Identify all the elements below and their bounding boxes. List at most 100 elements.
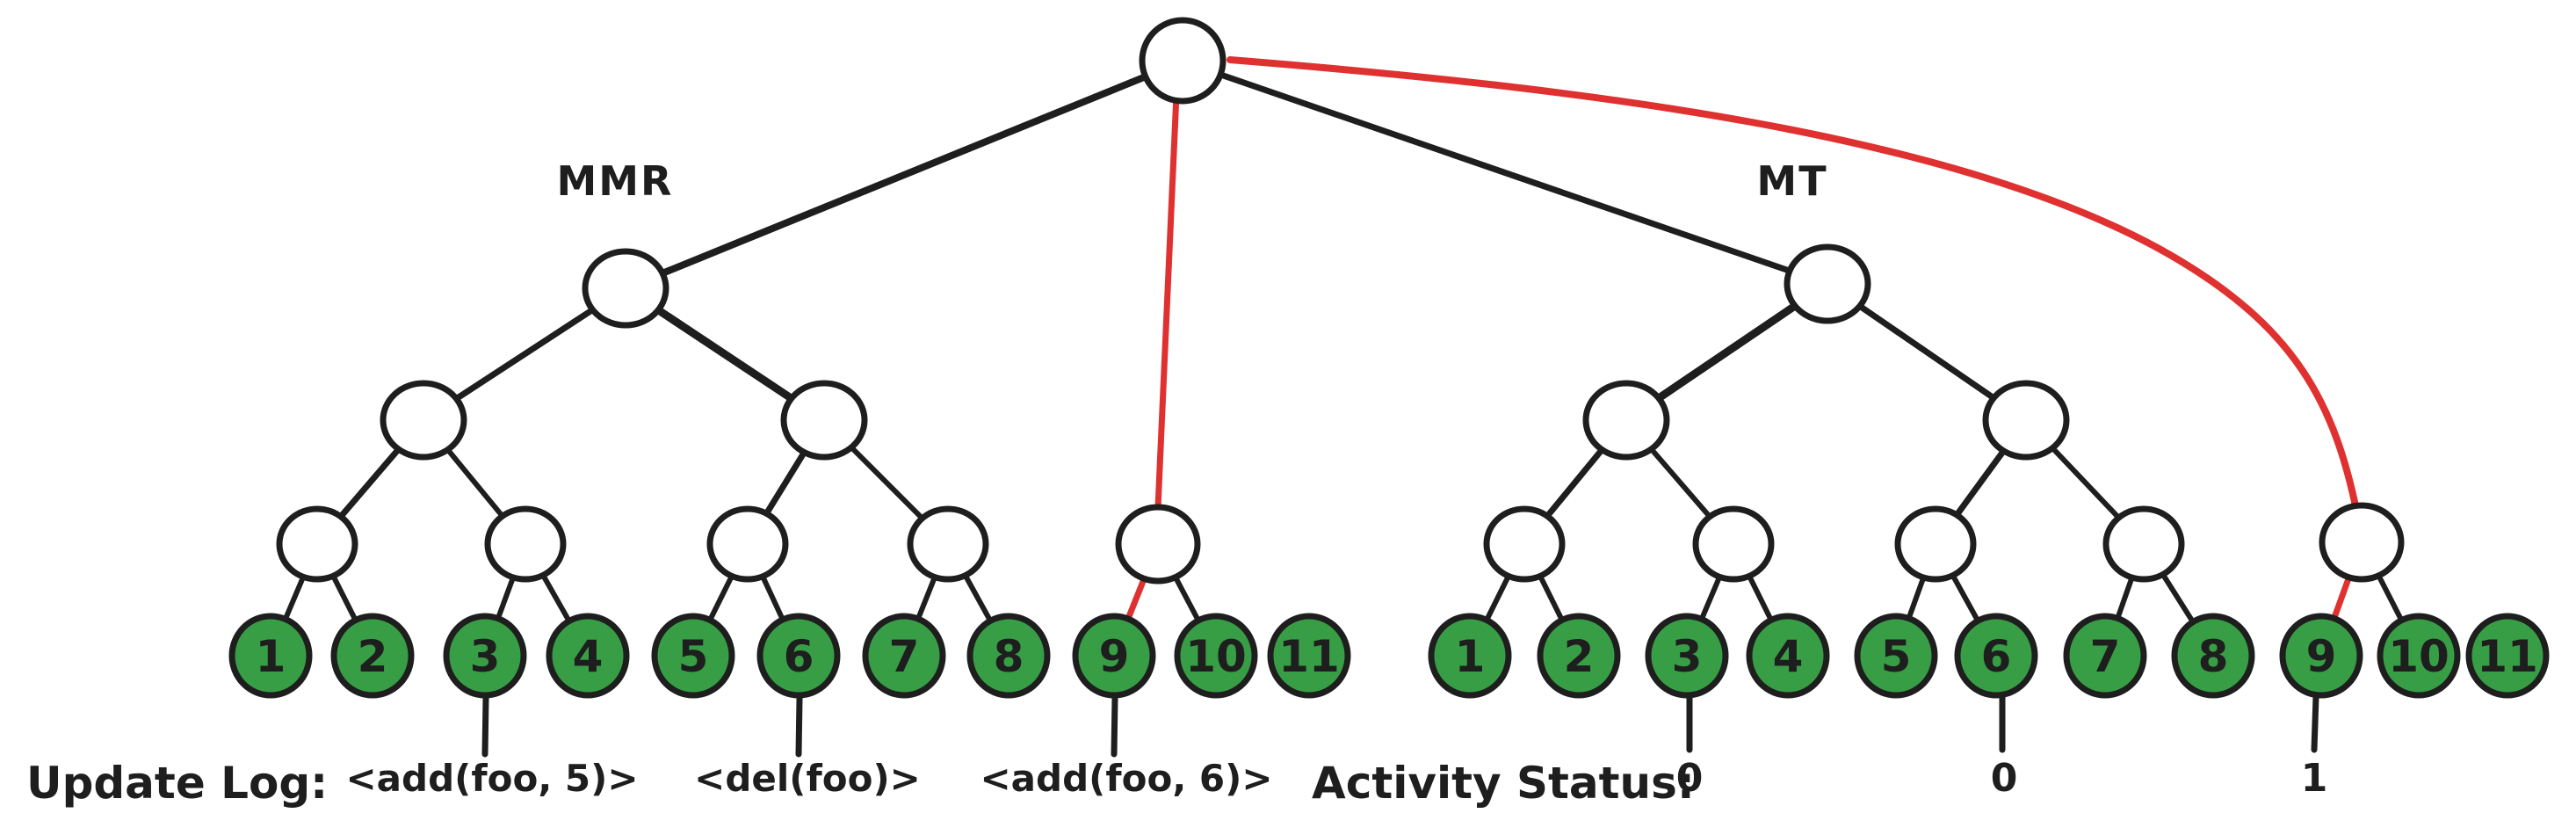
mt-l3-node-4 xyxy=(2102,505,2185,583)
mt-leaf-4: 4 xyxy=(1746,613,1830,699)
activity-status-value-2: 0 xyxy=(1991,756,2018,801)
edge-root-to-mt-peak xyxy=(1179,58,1831,287)
mmr-leaf-1: 1 xyxy=(228,613,313,699)
leaf-number: 2 xyxy=(1564,631,1595,682)
leaf-shape xyxy=(966,613,1051,699)
mt-leaf-10: 10 xyxy=(2377,613,2461,699)
mt-leaf-9: 9 xyxy=(2279,613,2363,699)
mt-l2-right-node xyxy=(1982,380,2070,461)
mmr-leaf-5: 5 xyxy=(651,613,735,699)
leaf-shape xyxy=(862,613,946,699)
mt-tree-label: MT xyxy=(1756,157,1827,205)
leaf-number: 7 xyxy=(889,631,920,682)
annotation-ticks xyxy=(481,693,2319,758)
mmr-leaves: 1 2 3 4 5 6 7 8 xyxy=(228,613,1351,699)
leaf-shape xyxy=(443,613,527,699)
mmr-peak2-node xyxy=(1115,504,1201,584)
leaf-shape xyxy=(651,613,735,699)
root-node xyxy=(1139,17,1226,105)
mmr-leaf6-tick xyxy=(795,695,803,758)
leaf-shape xyxy=(1072,613,1156,699)
mmr-leaf-6: 6 xyxy=(756,613,841,699)
leaf-number: 1 xyxy=(256,631,286,682)
mmr-leaf-8: 8 xyxy=(966,613,1051,699)
leaf-number: 4 xyxy=(1773,631,1804,682)
leaf-number: 10 xyxy=(1185,631,1247,682)
mmr-leaf-7: 7 xyxy=(862,613,946,699)
mt-leaves: 1 2 3 4 5 6 7 8 xyxy=(1428,613,2550,699)
leaf-number: 3 xyxy=(470,631,501,682)
leaf-number: 6 xyxy=(784,631,814,682)
mmr-l3-node-4 xyxy=(907,505,989,583)
mt-leaf-11: 11 xyxy=(2465,613,2550,699)
leaf-shape xyxy=(1854,613,1938,699)
leaf-shape xyxy=(228,613,313,699)
mmr-leaf-10: 10 xyxy=(1174,613,1258,699)
edge-root-to-mmr-peak xyxy=(622,58,1186,292)
mt-peak2-node xyxy=(2319,502,2405,583)
leaf-shape xyxy=(1428,613,1512,699)
leaf-shape xyxy=(1746,613,1830,699)
leaf-shape xyxy=(2279,613,2363,699)
leaf-number: 9 xyxy=(1099,631,1130,682)
mt-l2-left-node xyxy=(1582,380,1670,461)
leaf-shape xyxy=(330,613,415,699)
mmr-leaf9-tick xyxy=(1111,695,1118,758)
leaf-number: 5 xyxy=(1881,631,1912,682)
leaf-number: 11 xyxy=(2477,631,2538,682)
leaf-shape xyxy=(546,613,630,699)
leaf-number: 7 xyxy=(2090,631,2121,682)
mt-leaf-5: 5 xyxy=(1854,613,1938,699)
leaf-number: 8 xyxy=(2198,631,2229,682)
leaf-number: 6 xyxy=(1981,631,2012,682)
leaf-shape xyxy=(1537,613,1621,699)
update-log-label: Update Log: xyxy=(26,758,328,809)
mt-leaf-6: 6 xyxy=(1954,613,2038,699)
mmr-leaf-11: 11 xyxy=(1267,613,1351,699)
leaf-shape xyxy=(1174,613,1258,699)
mt-leaf-8: 8 xyxy=(2171,613,2255,699)
update-log-entry-3: <add(foo, 6)> xyxy=(980,757,1272,800)
mt-edges xyxy=(1179,58,2421,657)
leaf-number: 1 xyxy=(1455,631,1486,682)
leaf-number: 8 xyxy=(994,631,1024,682)
mmr-leaf-9: 9 xyxy=(1072,613,1156,699)
leaf-shape xyxy=(1954,613,2038,699)
red-edge-root-to-mmr-peak2 xyxy=(1154,71,1181,531)
mmr-l3-node-3 xyxy=(706,505,789,583)
leaf-number: 10 xyxy=(2388,631,2449,682)
leaf-shape xyxy=(756,613,841,699)
update-log-entry-1: <add(foo, 5)> xyxy=(345,757,638,800)
leaf-number: 11 xyxy=(1278,631,1340,682)
red-edge-root-to-mt-peak2 xyxy=(1226,56,2362,522)
mt-leaf-2: 2 xyxy=(1537,613,1621,699)
leaf-number: 2 xyxy=(358,631,388,682)
leaf-shape xyxy=(2063,613,2147,699)
mmr-leaf-2: 2 xyxy=(330,613,415,699)
mmr-peak-node xyxy=(582,248,669,329)
activity-status-label: Activity Status: xyxy=(1312,758,1695,809)
mt-leaf-1: 1 xyxy=(1428,613,1512,699)
mmr-l3-node-2 xyxy=(484,505,567,583)
mt-l3-node-2 xyxy=(1692,505,1775,583)
leaf-shape xyxy=(1645,613,1729,699)
leaf-shape xyxy=(2377,613,2461,699)
leaf-shape xyxy=(2465,613,2550,699)
mt-peak-node xyxy=(1784,243,1871,324)
mmr-l3-node-1 xyxy=(276,505,358,583)
mt-leaf-7: 7 xyxy=(2063,613,2147,699)
mmr-leaf3-tick xyxy=(481,695,489,758)
leaf-number: 5 xyxy=(678,631,709,682)
mmr-l2-left-node xyxy=(380,380,467,461)
mmr-tree-label: MMR xyxy=(557,157,674,205)
mmr-l2-right-node xyxy=(780,380,868,461)
internal-nodes xyxy=(276,17,2405,584)
update-log-entry-2: <del(foo)> xyxy=(694,757,921,800)
mt-leaf-3: 3 xyxy=(1645,613,1729,699)
activity-status-value-1: 0 xyxy=(1676,756,1704,801)
mmr-leaf-3: 3 xyxy=(443,613,527,699)
mt-l3-node-3 xyxy=(1894,505,1977,583)
mt-l3-node-1 xyxy=(1483,505,1566,583)
